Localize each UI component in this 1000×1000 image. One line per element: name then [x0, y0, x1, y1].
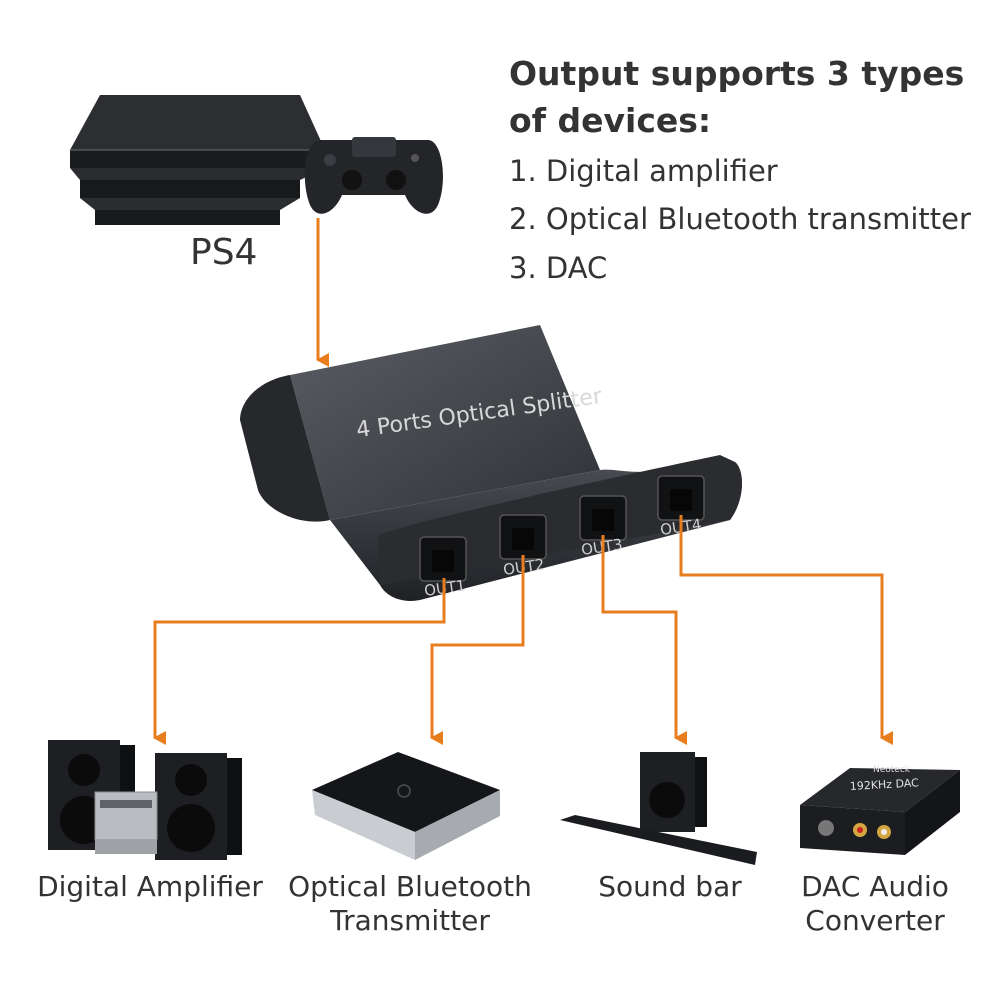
device-label-bluetooth-line1: Optical Bluetooth	[288, 870, 532, 903]
port-out2	[499, 514, 547, 560]
ps4-console-image	[70, 95, 325, 225]
dac-converter-image	[800, 768, 960, 855]
device-label-dac-line2: Converter	[805, 904, 945, 937]
digital-amplifier-image	[48, 740, 242, 860]
port-out4	[657, 475, 705, 521]
device-label-amplifier-line1: Digital Amplifier	[37, 870, 263, 903]
dac-model-label: 192KHz DAC	[849, 776, 919, 793]
sound-bar-image	[560, 752, 757, 865]
supported-type-1: 1. Digital amplifier	[509, 154, 778, 188]
connector-out4-to-dac	[679, 515, 893, 745]
bluetooth-transmitter-image	[312, 752, 500, 860]
device-label-dac: DAC Audio Converter	[775, 870, 975, 938]
device-label-amplifier: Digital Amplifier	[20, 870, 280, 904]
connector-out3-to-soundbar	[601, 535, 687, 745]
ps4-label: PS4	[190, 232, 258, 273]
supported-type-2: 2. Optical Bluetooth transmitter	[509, 202, 971, 236]
device-label-bluetooth: Optical Bluetooth Transmitter	[280, 870, 540, 938]
device-label-dac-line1: DAC Audio	[801, 870, 949, 903]
device-label-soundbar-line1: Sound bar	[598, 870, 742, 903]
port-out3	[579, 495, 627, 541]
heading-line-1: Output supports 3 types	[509, 54, 965, 93]
dac-brand-label: Neoteck	[873, 765, 911, 775]
device-label-soundbar: Sound bar	[550, 870, 790, 904]
connector-out1-to-amplifier	[153, 578, 446, 745]
heading-line-2: of devices:	[509, 101, 712, 140]
device-label-bluetooth-line2: Transmitter	[330, 904, 490, 937]
optical-splitter-image	[240, 325, 742, 601]
port-out1	[419, 536, 467, 582]
connector-out2-to-bluetooth	[430, 555, 525, 745]
controller-image	[304, 137, 443, 214]
supported-type-3: 3. DAC	[509, 251, 608, 285]
